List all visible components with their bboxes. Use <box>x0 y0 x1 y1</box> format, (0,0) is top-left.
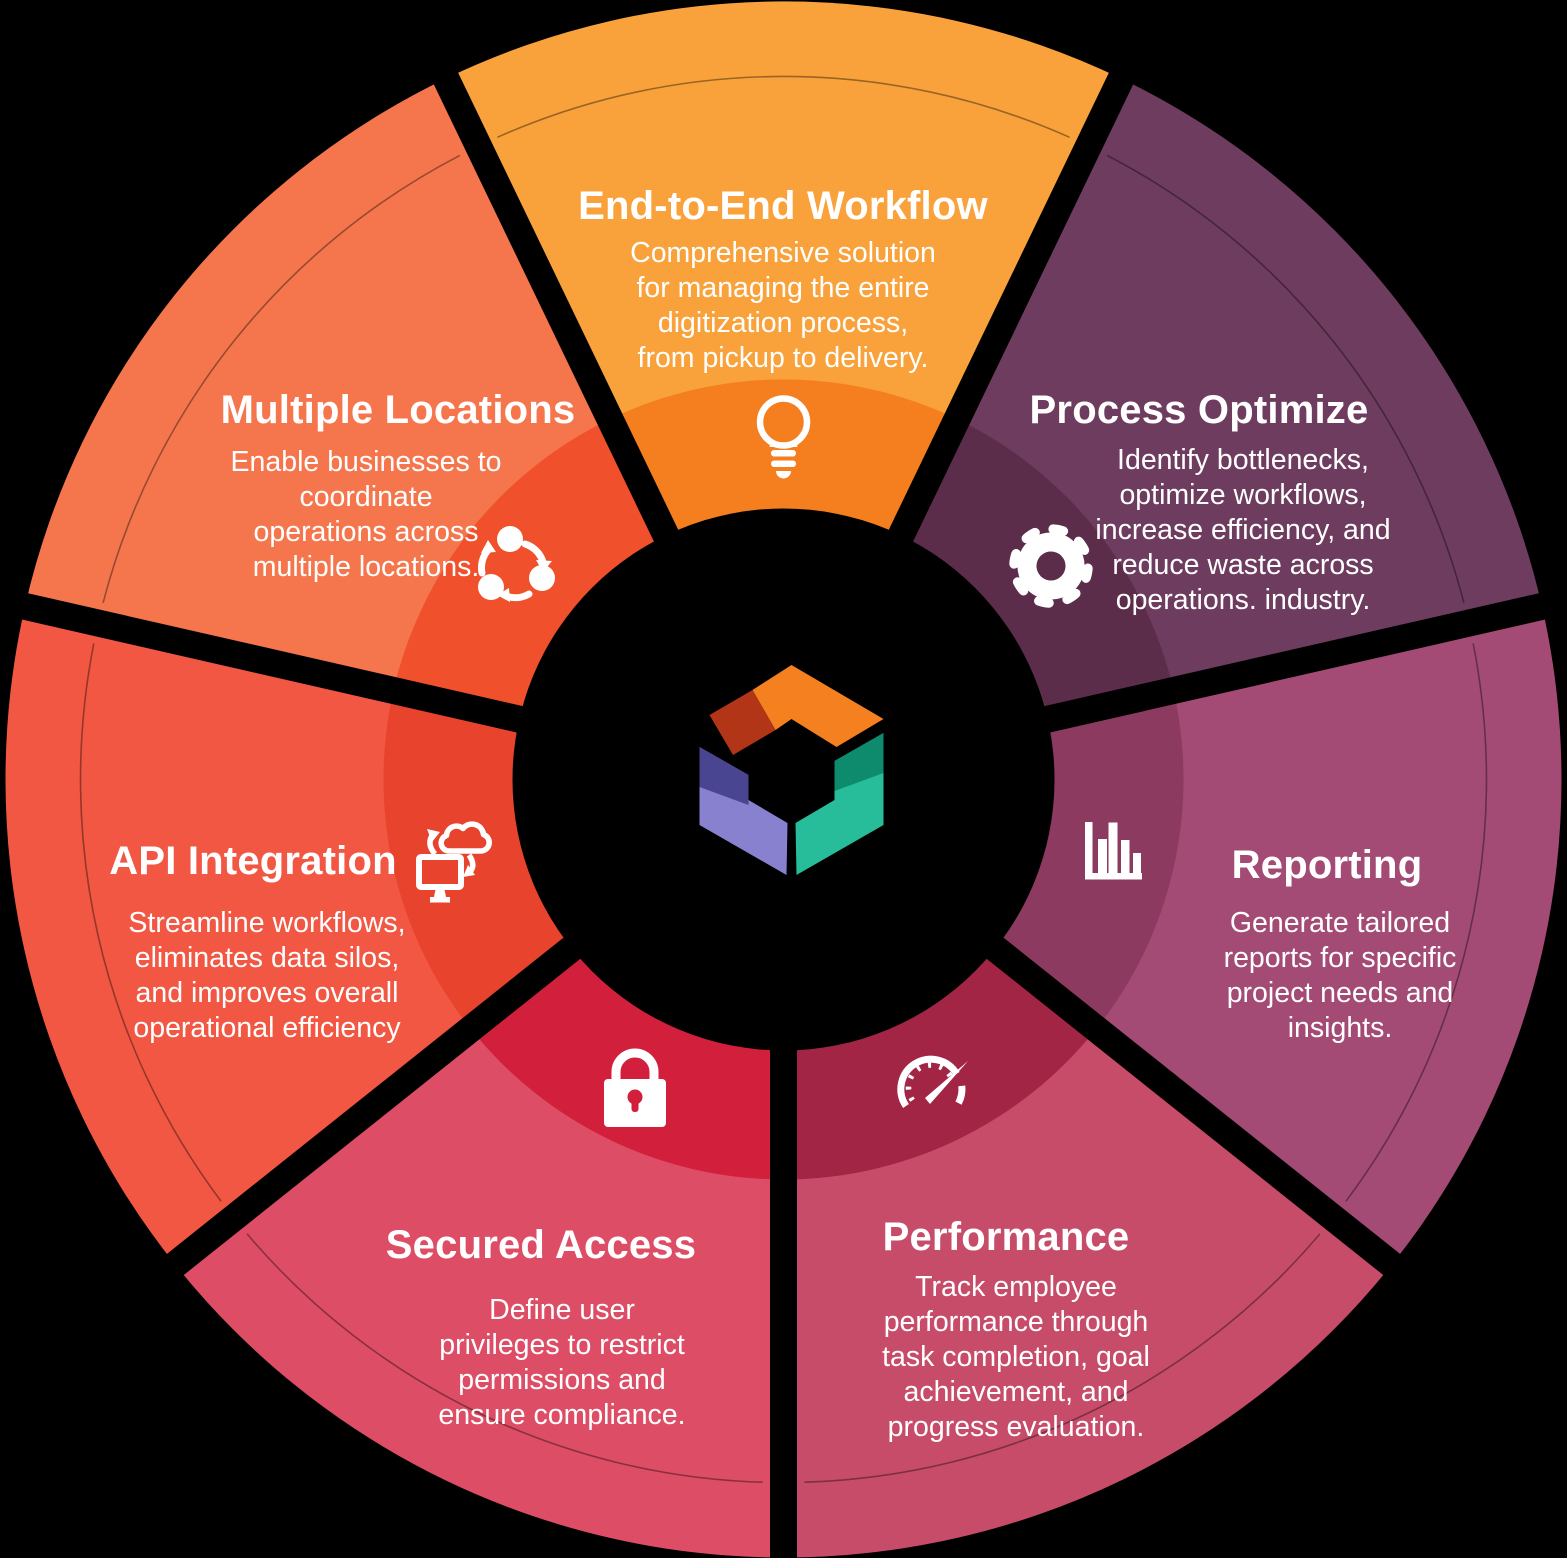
keyhole-stem <box>631 1100 639 1112</box>
title-reporting: Reporting <box>1231 843 1423 887</box>
title-end-to-end-workflow: End-to-End Workflow <box>578 184 988 228</box>
speedometer-icon <box>897 1055 968 1108</box>
logo-face-right-dark-teal <box>834 733 884 791</box>
segment-end-to-end-workflow-inset-line <box>497 75 1070 139</box>
bar-chart-icon <box>1085 822 1142 880</box>
keyhole <box>627 1089 643 1105</box>
title-process-optimize: Process Optimize <box>1029 388 1369 432</box>
description-process-optimize: Identify bottlenecks, optimize workflows… <box>1095 444 1391 616</box>
cloud-sync-monitor-icon <box>416 821 492 903</box>
center-logo <box>699 665 884 875</box>
description-secured-access: Define user privileges to restrict permi… <box>438 1294 686 1431</box>
logo-face-left-dark-purple <box>699 747 749 805</box>
description-reporting: Generate tailored reports for specific p… <box>1223 907 1457 1044</box>
segment-multiple-locations-inset-line <box>102 154 461 604</box>
segment-api-integration-inset-line <box>79 643 222 1202</box>
center-disc <box>512 508 1055 1051</box>
logo-face-top-dark-red <box>709 690 776 755</box>
title-multiple-locations: Multiple Locations <box>220 388 576 432</box>
gear-icon <box>1009 524 1093 608</box>
sync-arrows-icon <box>478 526 555 602</box>
title-secured-access: Secured Access <box>385 1223 697 1267</box>
segment-process-optimize-inset-line <box>1106 154 1465 604</box>
logo-face-top-orange <box>752 665 884 747</box>
segment-secured-access-inset-line <box>246 1233 763 1483</box>
title-api-integration: API Integration <box>109 839 397 883</box>
title-performance: Performance <box>882 1215 1130 1259</box>
description-api-integration: Streamline workflows, eliminates data si… <box>128 907 406 1044</box>
lightbulb-icon <box>756 395 811 479</box>
segment-performance-inset-line <box>804 1233 1321 1483</box>
description-multiple-locations: Enable businesses to coordinate operatio… <box>230 446 502 583</box>
segment-reporting-inset-line <box>1345 643 1488 1202</box>
padlock-icon <box>604 1048 666 1127</box>
description-performance: Track employee performance through task … <box>882 1271 1150 1443</box>
description-end-to-end-workflow: Comprehensive solution for managing the … <box>630 237 936 374</box>
